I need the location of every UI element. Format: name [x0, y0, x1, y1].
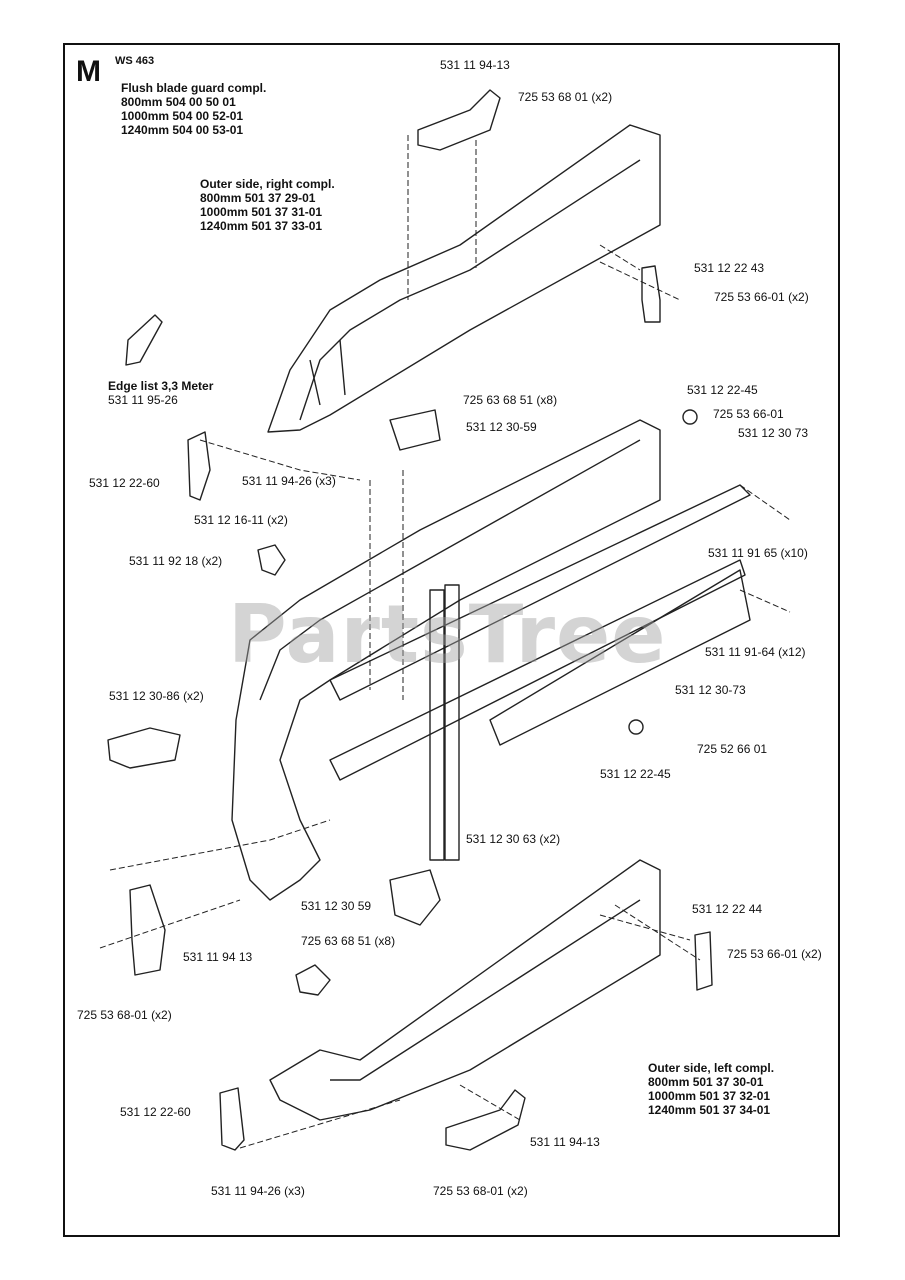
group-row: 531 11 95-26 — [108, 393, 178, 407]
bracket-531-12-22-44 — [694, 931, 713, 991]
vertical-bar-right — [444, 584, 460, 861]
group-row: 800mm 504 00 50 01 — [121, 95, 236, 109]
bracket-531-12-22-60 — [187, 431, 211, 501]
callout: 531 12 22-45 — [687, 383, 758, 397]
group-row: 1000mm 501 37 32-01 — [648, 1089, 771, 1103]
group-title: Edge list 3,3 Meter — [108, 379, 214, 393]
group-row: 1000mm 504 00 52-01 — [121, 109, 244, 123]
edge-list-group: Edge list 3,3 Meter 531 11 95-26 — [108, 379, 213, 407]
bracket-531-11-94-13 — [129, 884, 166, 976]
group-title: Outer side, right compl. — [200, 177, 335, 191]
section-letter: M — [76, 55, 101, 88]
callout: 531 11 91 65 (x10) — [708, 546, 808, 560]
callout: 531 12 30 63 (x2) — [466, 832, 561, 846]
outer-left-group: Outer side, left compl. 800mm 501 37 30-… — [648, 1061, 774, 1117]
callout: 531 12 30-73 — [675, 683, 746, 697]
clamp-lower — [389, 869, 441, 926]
callout: 531 11 94-13 — [530, 1135, 600, 1149]
callout: 725 53 66-01 (x2) — [714, 290, 809, 304]
callout: 531 11 94 13 — [183, 950, 253, 964]
callout: 725 63 68 51 (x8) — [463, 393, 558, 407]
bracket-531-12-22-43 — [641, 265, 661, 323]
handle-bottom-part — [445, 1089, 526, 1151]
watermark: PartsTree — [228, 588, 667, 681]
callout: 531 12 16-11 (x2) — [194, 513, 288, 527]
diagram-frame — [63, 43, 840, 1237]
callout: 725 53 68-01 (x2) — [77, 1008, 172, 1022]
group-row: 1240mm 501 37 34-01 — [648, 1103, 771, 1117]
flush-guard-group: Flush blade guard compl. 800mm 504 00 50… — [121, 81, 266, 137]
callout: 531 12 22-60 — [120, 1105, 191, 1119]
outer-side-left-part — [269, 859, 661, 1121]
group-row: 1240mm 504 00 53-01 — [121, 123, 244, 137]
callout: 531 12 22 44 — [692, 902, 763, 916]
group-row: 1000mm 501 37 31-01 — [200, 205, 323, 219]
callout: 531 12 30-86 (x2) — [109, 689, 204, 703]
callout: 531 11 94-26 (x3) — [211, 1184, 305, 1198]
outer-side-right-part — [267, 124, 661, 433]
bracket-531-12-30-86 — [107, 727, 181, 769]
callout: 725 63 68 51 (x8) — [301, 934, 396, 948]
callout: 725 53 66-01 (x2) — [727, 947, 822, 961]
handle-top-part — [417, 89, 501, 151]
group-row: 800mm 501 37 30-01 — [648, 1075, 764, 1089]
washer-531-12-22-45-lower — [628, 719, 644, 735]
clamp-upper — [389, 409, 441, 451]
group-row: 1240mm 501 37 33-01 — [200, 219, 323, 233]
group-title: Flush blade guard compl. — [121, 81, 267, 95]
callout: 531 11 94-13 — [440, 58, 510, 72]
callout: 725 52 66 01 — [697, 742, 768, 756]
bracket-531-12-22-60-lower — [219, 1087, 245, 1151]
wing-nut-upper — [257, 544, 286, 576]
vertical-bar-left — [429, 589, 445, 861]
callout: 725 53 68 01 (x2) — [518, 90, 613, 104]
callout: 531 12 30 73 — [738, 426, 809, 440]
wing-nut-lower — [295, 964, 331, 996]
callout: 531 11 92 18 (x2) — [129, 554, 223, 568]
callout: 531 11 91-64 (x12) — [705, 645, 806, 659]
group-title: Outer side, left compl. — [648, 1061, 775, 1075]
callout: 725 53 68-01 (x2) — [433, 1184, 528, 1198]
model-label: WS 463 — [115, 55, 155, 67]
rail-upper — [329, 484, 751, 701]
callout: 531 12 30 59 — [301, 899, 372, 913]
washer-531-12-22-45-top — [682, 409, 698, 425]
outer-right-group: Outer side, right compl. 800mm 501 37 29… — [200, 177, 335, 233]
blade-guard-frame — [231, 419, 661, 901]
callout: 531 12 22-60 — [89, 476, 160, 490]
callout: 531 12 22-45 — [600, 767, 671, 781]
edge-list-part — [125, 314, 163, 366]
callout: 531 12 22 43 — [694, 261, 765, 275]
callout: 725 53 66-01 — [713, 407, 784, 421]
callout: 531 12 30-59 — [466, 420, 537, 434]
callout: 531 11 94-26 (x3) — [242, 474, 336, 488]
group-row: 800mm 501 37 29-01 — [200, 191, 316, 205]
